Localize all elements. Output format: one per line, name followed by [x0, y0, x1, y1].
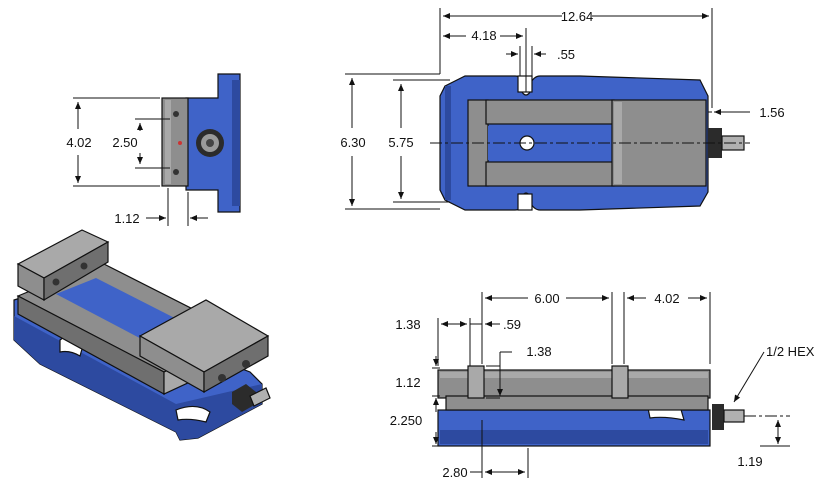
dim-side-offset: 1.12: [114, 211, 139, 226]
front-rail-plate: [445, 395, 709, 411]
front-view: 6.00 4.02 1.38 .59 1.38 1.12 2.250: [390, 291, 815, 480]
top-slot: [517, 193, 533, 211]
jaw-pin-icon: [178, 141, 182, 145]
top-slot: [517, 75, 533, 93]
dim-front-jaw-width: 4.02: [654, 291, 679, 306]
jaw-screw-icon: [173, 111, 179, 117]
iso-fixed-jaw-front: [43, 240, 109, 302]
jaw-screw-icon: [80, 262, 88, 270]
iso-screw-hex-icon: [232, 384, 256, 412]
top-rail-upper: [485, 99, 615, 125]
dim-front-base-height: 2.250: [390, 413, 423, 428]
front-moving-jaw: [611, 365, 629, 399]
front-screw-shaft: [723, 409, 745, 423]
dim-front-rail-height: 1.12: [395, 375, 420, 390]
dim-top-slot: .55: [557, 47, 575, 62]
iso-screw-shaft: [249, 387, 271, 407]
side-jaw-highlight: [165, 100, 171, 184]
jaw-screw-icon: [52, 278, 60, 286]
front-screw-hex: [712, 404, 724, 430]
side-end-view: 4.02 2.50 1.12: [66, 73, 241, 226]
jaw-screw-icon: [218, 374, 226, 382]
top-rail-lower: [485, 161, 615, 187]
side-body-shade: [232, 80, 240, 206]
dim-front-bottom-offset: 2.80: [442, 465, 467, 480]
isometric-view: [13, 229, 271, 441]
dim-front-jaw-height: 1.38: [526, 344, 551, 359]
dim-front-hex: 1/2 HEX: [766, 344, 815, 359]
iso-slot: [175, 405, 211, 423]
iso-base-side: [14, 316, 176, 432]
front-fixed-jaw: [467, 365, 485, 399]
dim-top-width-inner: 5.75: [388, 135, 413, 150]
dim-top-jaw-center: 4.18: [471, 28, 496, 43]
dim-side-jaw-plate: 2.50: [112, 135, 137, 150]
dim-front-screw-height: 1.19: [737, 454, 762, 469]
dim-top-screw-ext: 1.56: [759, 105, 784, 120]
screw-head-center: [206, 139, 214, 147]
dim-front-left-margin: 1.38: [395, 317, 420, 332]
jaw-screw-icon: [242, 360, 250, 368]
front-body-highlight: [440, 372, 708, 378]
dim-front-jaw-opening: 6.00: [534, 291, 559, 306]
dim-front-step: .59: [503, 317, 521, 332]
dim-side-height: 4.02: [66, 135, 91, 150]
front-base-shade: [440, 430, 708, 444]
dim-top-width-outer: 6.30: [340, 135, 365, 150]
jaw-screw-icon: [173, 169, 179, 175]
top-view: 12.64 4.18 .55 6.30 5.75 1.56: [340, 8, 785, 211]
dim-top-length: 12.64: [561, 9, 594, 24]
top-moving-jaw-edge: [614, 102, 622, 184]
